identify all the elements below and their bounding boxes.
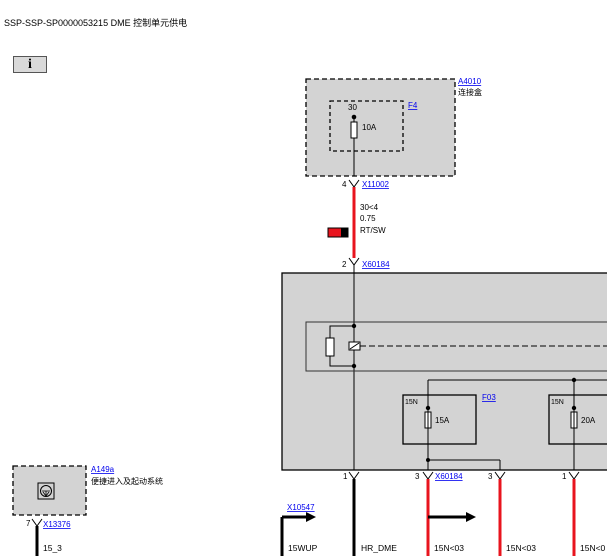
x60184-top-pin: 2 (342, 260, 347, 269)
x11002-pin: 4 (342, 180, 347, 189)
ignition-symbol-frame (37, 482, 55, 500)
fuse-f4-rating: 10A (362, 123, 377, 132)
bottom-pin-3: 3 (488, 472, 493, 481)
fuse-right-rating: 20A (581, 416, 596, 425)
a4010-name: 连接盒 (458, 87, 482, 97)
bottom-connector-1-icon (348, 471, 360, 480)
bottom-pin-2: 3 (415, 472, 420, 481)
x13376-link[interactable]: X13376 (43, 520, 71, 529)
a149a-name: 便捷进入及起动系统 (91, 476, 163, 486)
signal-15-3: 15_3 (43, 543, 62, 553)
x60184-bottom-link[interactable]: X60184 (435, 472, 463, 481)
page-title: SSP-SSP-SP0000053215 DME 控制单元供电 (4, 18, 188, 28)
arrow-15n-head (466, 512, 476, 522)
branch-node (426, 458, 430, 462)
wire-main-line3: RT/SW (360, 226, 386, 235)
fuse-f03-box (402, 394, 477, 445)
connection-box-a4010 (305, 78, 456, 177)
fuse-f4-icon (350, 121, 358, 139)
bottom-pin-4: 1 (562, 472, 567, 481)
info-icon: i (28, 56, 32, 72)
wire-color-swatch-stripe (341, 228, 348, 237)
relay-coil-icon (325, 337, 335, 357)
ignition-icon-detail (42, 490, 50, 497)
bottom-pin-1: 1 (343, 472, 348, 481)
x13376-pin: 7 (26, 519, 31, 528)
x10547-link[interactable]: X10547 (287, 503, 315, 512)
signal-15n-2: 15N<03 (506, 543, 536, 553)
a4010-link[interactable]: A4010 (458, 77, 482, 86)
fuse-right-pin: 15N (551, 399, 564, 406)
arrow-wup-head (306, 512, 316, 522)
fuse-f4-box (329, 100, 404, 152)
fuse-right-box (548, 394, 607, 445)
relay-switch-blade (349, 342, 360, 350)
bottom-connector-3-icon (494, 471, 506, 480)
relay-section (305, 321, 607, 372)
signal-15wup: 15WUP (288, 543, 318, 553)
wire-main-line1: 30<4 (360, 203, 379, 212)
module-a149a (12, 465, 87, 516)
x11002-link[interactable]: X11002 (362, 180, 390, 189)
fuse-f4-link[interactable]: F4 (408, 101, 418, 110)
signal-15n-3: 15N<0 (580, 543, 606, 553)
bottom-connector-4-icon (568, 471, 580, 480)
info-button[interactable]: i (13, 56, 47, 73)
bottom-connector-2-icon (422, 471, 434, 480)
x60184-top-link[interactable]: X60184 (362, 260, 390, 269)
a149a-link[interactable]: A149a (91, 465, 115, 474)
x13376-connector-icon (31, 518, 43, 527)
x60184-top-connector-icon (348, 257, 360, 266)
fuse-f03-link[interactable]: F03 (482, 393, 496, 402)
wire-main-line2: 0.75 (360, 214, 376, 223)
fuse-f03-pin: 15N (405, 399, 418, 406)
x11002-connector-icon (348, 179, 360, 188)
signal-hr-dme: HR_DME (361, 543, 397, 553)
fuse-f03-rating: 15A (435, 416, 450, 425)
signal-15n-1: 15N<03 (434, 543, 464, 553)
fuse-f4-pin: 30 (348, 103, 357, 112)
